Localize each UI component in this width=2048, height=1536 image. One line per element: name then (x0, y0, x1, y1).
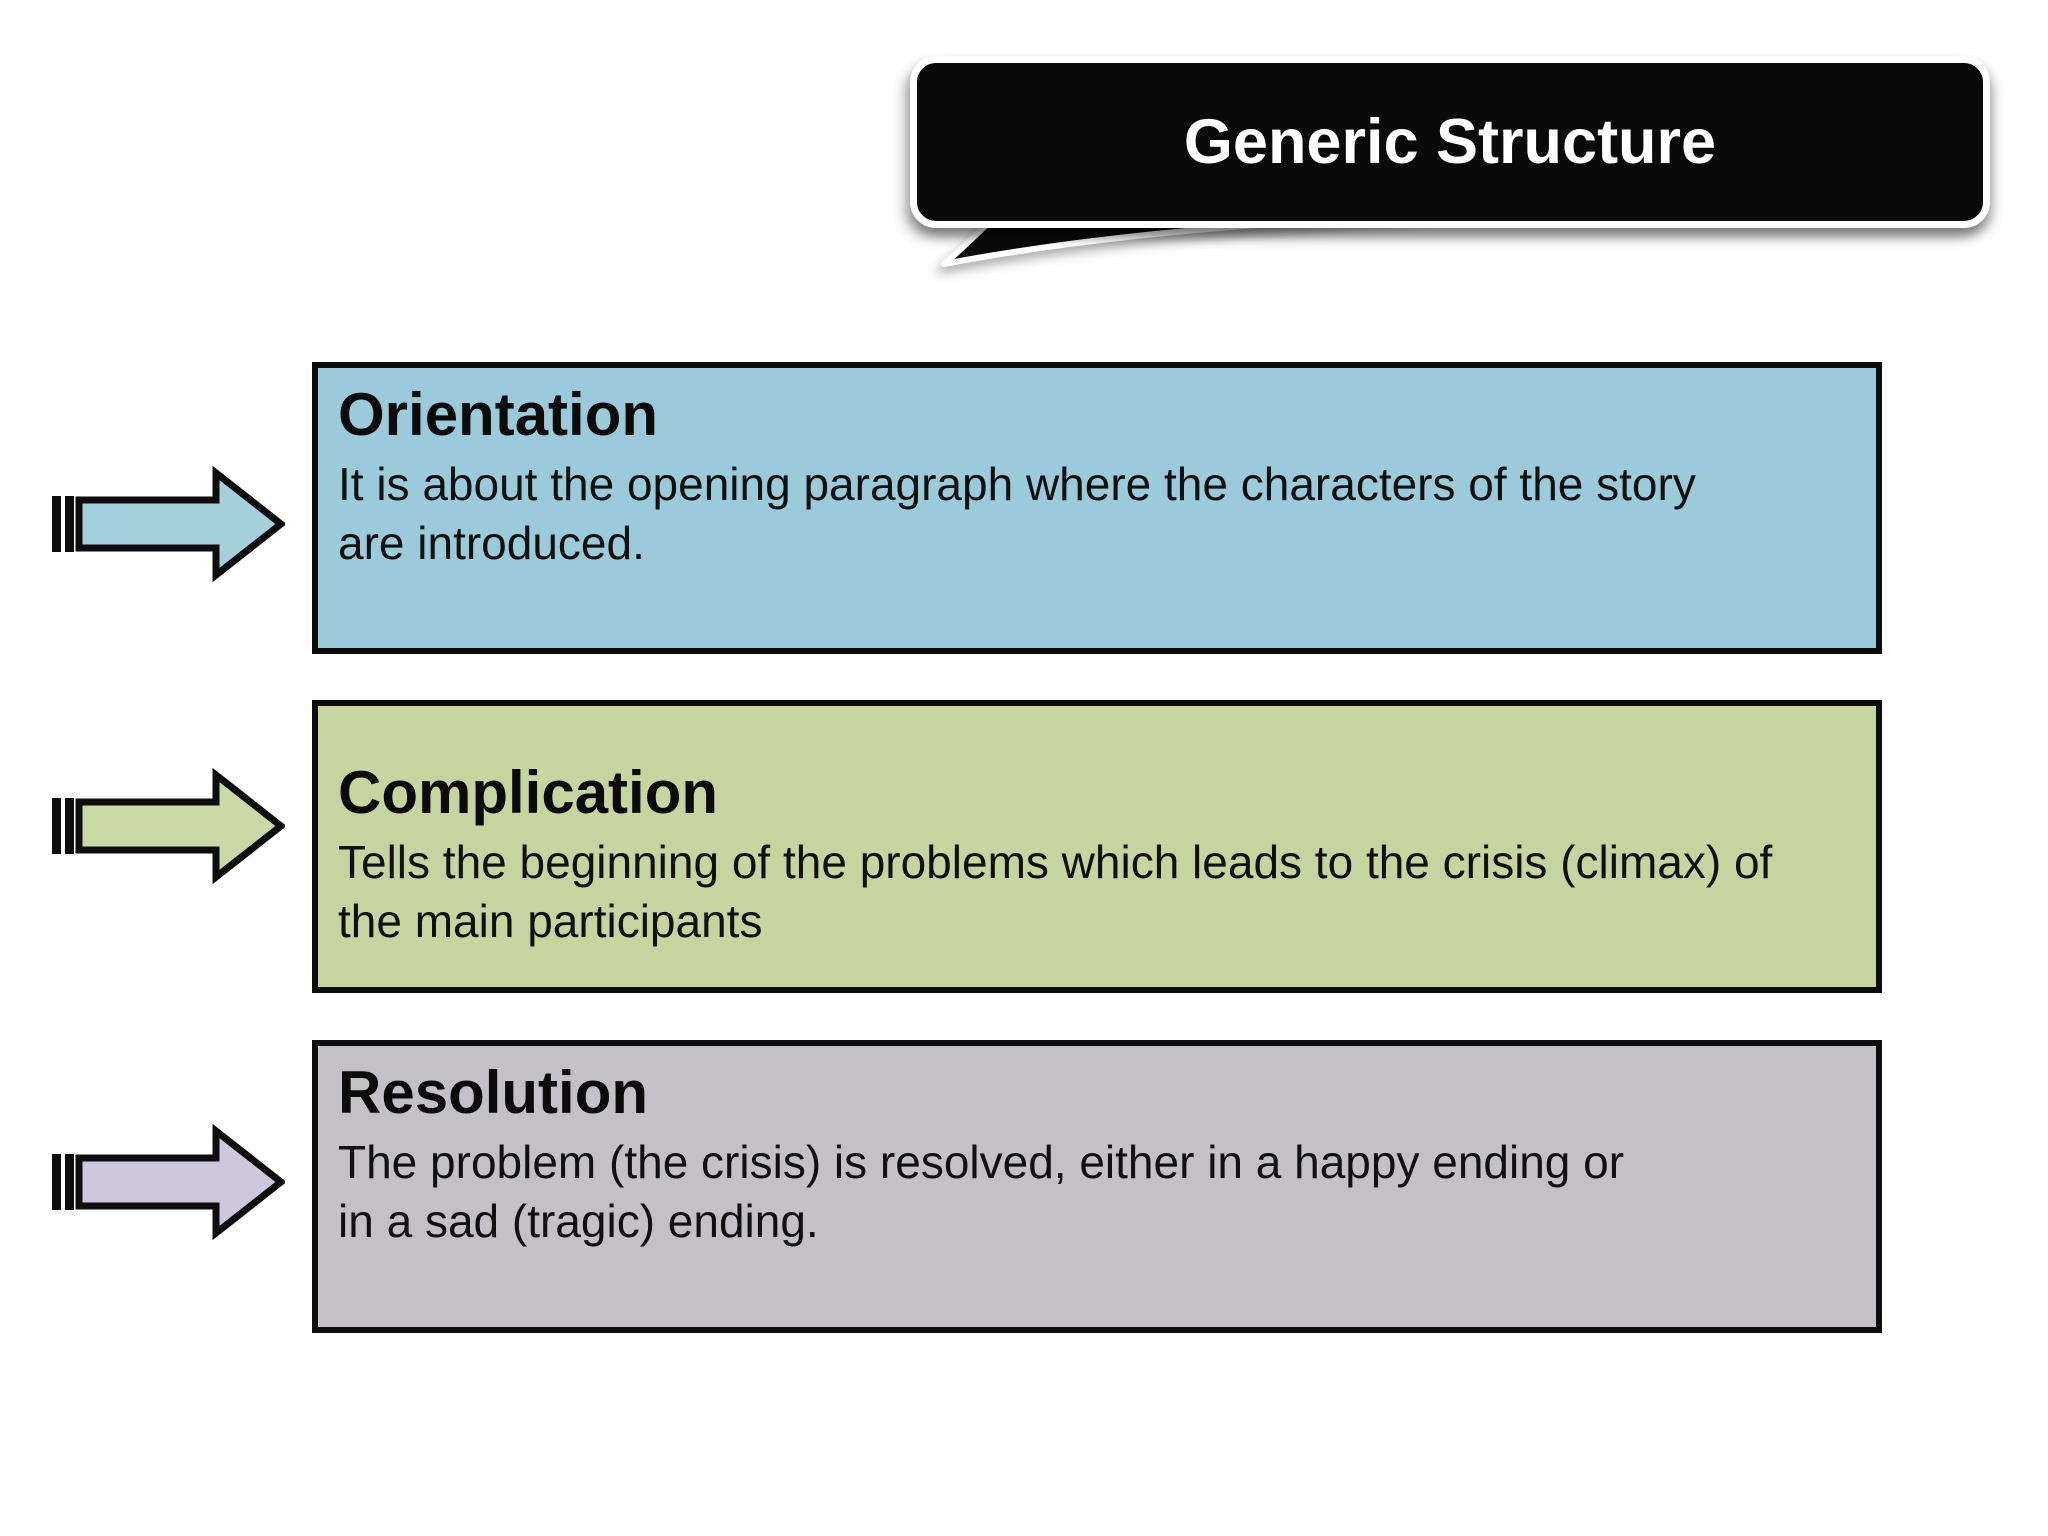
arrow-stripe-thin (52, 496, 61, 552)
complication-title: Complication (338, 759, 719, 826)
complication-description: Tells the beginning of the problems whic… (338, 836, 1773, 947)
complication-box: Complication Tells the beginning of the … (312, 700, 1882, 993)
slide-title: Generic Structure (1183, 107, 1717, 177)
arrow-body (75, 465, 285, 583)
resolution-title: Resolution (338, 1059, 648, 1126)
orientation-description: It is about the opening paragraph where … (338, 458, 1696, 569)
arrow-stripe-thin (52, 1154, 61, 1210)
complication-arrow-icon (52, 767, 285, 885)
arrow-stripe-thick (65, 798, 74, 854)
orientation-title: Orientation (338, 381, 659, 448)
arrow-stripe-thick (65, 496, 74, 552)
arrow-body (75, 1123, 285, 1241)
orientation-arrow-icon (52, 465, 285, 583)
orientation-box: Orientation It is about the opening para… (312, 362, 1882, 654)
arrow-body (75, 767, 285, 885)
resolution-description: The problem (the crisis) is resolved, ei… (338, 1136, 1625, 1247)
resolution-arrow-icon (52, 1123, 285, 1241)
resolution-box: Resolution The problem (the crisis) is r… (312, 1040, 1882, 1333)
arrow-stripe-thin (52, 798, 61, 854)
arrow-stripe-thick (65, 1154, 74, 1210)
speech-bubble: Generic Structure (910, 56, 1990, 228)
